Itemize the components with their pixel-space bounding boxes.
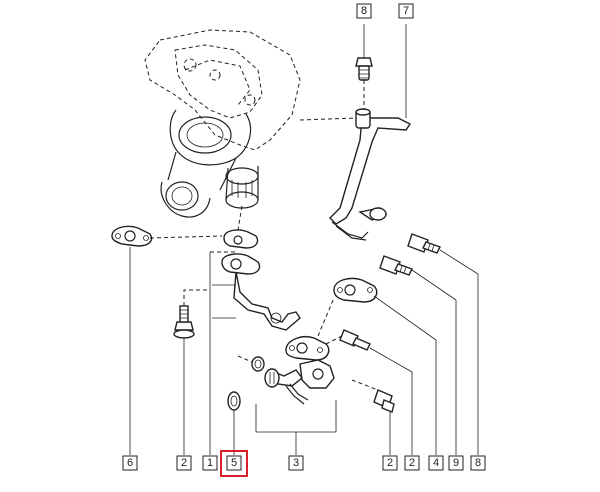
- callout-5-highlight: [220, 450, 248, 477]
- svg-text:6: 6: [127, 457, 133, 469]
- bolt-9: [407, 233, 441, 254]
- gasket-left: [111, 225, 153, 247]
- bolt-top: [355, 57, 373, 81]
- bolt-2-left: [173, 305, 195, 339]
- svg-text:8: 8: [475, 457, 481, 469]
- oil-return-pipe: [264, 359, 335, 405]
- o-ring: [227, 356, 265, 411]
- svg-text:9: 9: [453, 457, 459, 469]
- callouts-bottom: 6 2 1 5 3 2 2 4: [122, 450, 486, 477]
- svg-text:3: 3: [293, 457, 299, 469]
- turbo-gasket: [223, 229, 259, 249]
- oil-pipe-flanged: [221, 253, 301, 331]
- callout-2-mid: 2: [382, 455, 398, 471]
- callout-4: 4: [428, 455, 444, 471]
- svg-text:2: 2: [409, 457, 415, 469]
- callout-2-left: 2: [176, 455, 192, 471]
- svg-text:8: 8: [361, 5, 367, 17]
- gasket-right: [333, 277, 378, 303]
- callout-2-right: 2: [404, 455, 420, 471]
- callout-5: 5: [220, 450, 248, 477]
- svg-text:2: 2: [387, 457, 393, 469]
- callout-8-top: 8: [356, 3, 372, 19]
- callout-7: 7: [398, 3, 414, 19]
- leader-lines: [129, 24, 479, 455]
- bolt-4: [379, 255, 413, 276]
- svg-text:4: 4: [433, 457, 439, 469]
- svg-text:7: 7: [403, 5, 409, 17]
- bolt-2-right: [339, 329, 371, 351]
- callout-3: 3: [288, 455, 304, 471]
- callout-6: 6: [122, 455, 138, 471]
- callout-8-bottom: 8: [470, 455, 486, 471]
- turbocharger-outline: [144, 29, 301, 218]
- gasket-middle: [285, 336, 330, 361]
- callouts-top: 8 7: [356, 3, 414, 19]
- callout-1: 1: [202, 455, 218, 471]
- svg-text:2: 2: [181, 457, 187, 469]
- svg-text:5: 5: [231, 457, 237, 469]
- oil-feed-pipe: [329, 108, 412, 241]
- callout-9: 9: [448, 455, 464, 471]
- svg-text:1: 1: [207, 457, 213, 469]
- bolt-2-lower: [373, 389, 395, 413]
